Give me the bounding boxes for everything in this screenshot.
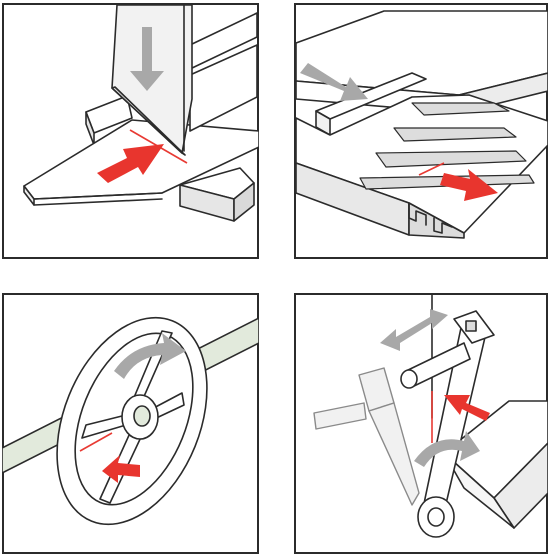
panel-lever-linkage — [294, 293, 548, 554]
red-feed-arrow-icon — [102, 455, 140, 483]
panel-frame — [2, 293, 259, 554]
cut-line — [418, 162, 445, 176]
lever-linkage-illustration — [294, 293, 548, 554]
blade-cut-illustration — [2, 3, 259, 259]
gray-rotate-arrow-icon — [414, 431, 480, 467]
handwheel-illustration — [2, 293, 259, 554]
red-feed-arrow-icon — [97, 144, 164, 183]
hub-bore — [133, 405, 151, 427]
blade-edge — [111, 86, 186, 156]
red-feed-arrow-icon — [440, 169, 498, 201]
gray-rotate-arrow-icon — [114, 333, 186, 379]
cut-line — [79, 432, 113, 452]
groove-1 — [411, 102, 510, 116]
panel-grooved-bed — [294, 3, 548, 259]
gray-double-arrow-icon — [380, 309, 448, 351]
ghost-rod — [313, 402, 367, 430]
panel-handwheel — [2, 293, 259, 554]
groove-3 — [375, 150, 527, 168]
gray-slide-arrow-icon — [300, 63, 368, 101]
gray-down-arrow-icon — [130, 27, 164, 91]
panel-blade-cut — [2, 3, 259, 259]
grooved-bed-illustration — [294, 3, 548, 259]
red-feed-arrow-icon — [444, 395, 490, 421]
lower-block-side — [233, 182, 255, 222]
ghost-arm — [368, 402, 420, 506]
groove-2 — [393, 127, 517, 142]
